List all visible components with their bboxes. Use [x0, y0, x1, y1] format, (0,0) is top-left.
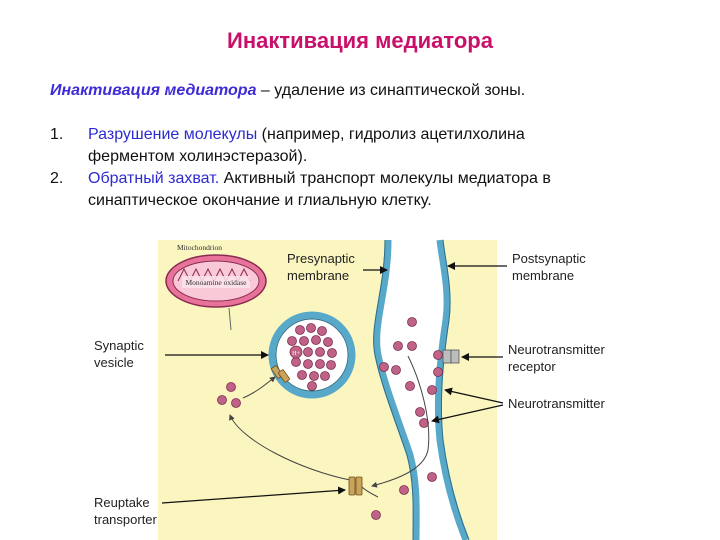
proton-label: H+: [292, 351, 300, 357]
receptor-label: receptor: [508, 359, 556, 374]
mechanism-list: 1. Разрушение молекулы (например, гидрол…: [50, 124, 690, 212]
cleft-neurotransmitters: [371, 317, 443, 520]
list-item: 2. Обратный захват. Активный транспорт м…: [50, 168, 690, 212]
postsynaptic-membrane: [434, 239, 470, 540]
presynaptic-label: membrane: [287, 268, 349, 283]
reuptake-label: transporter: [94, 512, 158, 527]
vesicle-transporter: [271, 365, 290, 383]
presynaptic-membrane: [373, 239, 420, 540]
list-number: 1.: [50, 126, 64, 143]
definition-term: Инактивация медиатора: [50, 82, 257, 99]
page-title: Инактивация медиатора: [227, 28, 493, 53]
cytoplasmic-neurotransmitters: [217, 382, 241, 408]
neurotransmitter-label: Neurotransmitter: [508, 396, 605, 411]
vesicle-contents: [287, 323, 337, 391]
list-key: Разрушение молекулы: [88, 126, 258, 143]
reuptake-transporter: [348, 476, 363, 496]
mitochondrion-label: Mitochondrion: [177, 243, 222, 252]
vesicle-label: Synaptic: [94, 338, 144, 353]
postsynaptic-label: Postsynaptic: [512, 251, 586, 266]
list-number: 2.: [50, 170, 64, 187]
reuptake-label: Reuptake: [94, 495, 150, 510]
mitochondrion: Mitochondrion Monoamine oxidase: [165, 243, 267, 308]
list-text: синаптическое окончание и глиальную клет…: [88, 192, 432, 209]
list-text: Активный транспорт молекулы медиатора в: [219, 170, 551, 187]
list-text: (например, гидролиз ацетилхолина: [257, 126, 525, 143]
vesicle-label: vesicle: [94, 355, 134, 370]
neurotransmitter-receptor: [442, 349, 460, 364]
definition-text: – удаление из синаптической зоны.: [256, 82, 526, 99]
presynaptic-label: Presynaptic: [287, 251, 355, 266]
synaptic-vesicle: H+: [268, 311, 356, 399]
receptor-label: Neurotransmitter: [508, 342, 605, 357]
enzyme-label: Monoamine oxidase: [185, 278, 247, 287]
definition: Инактивация медиатора – удаление из сина…: [50, 82, 690, 100]
list-key: Обратный захват.: [88, 170, 220, 187]
postsynaptic-label: membrane: [512, 268, 574, 283]
list-item: 1. Разрушение молекулы (например, гидрол…: [50, 124, 690, 168]
list-text: ферментом холинэстеразой).: [88, 148, 308, 165]
synapse-diagram: Mitochondrion Monoamine oxidase H+: [94, 239, 605, 540]
